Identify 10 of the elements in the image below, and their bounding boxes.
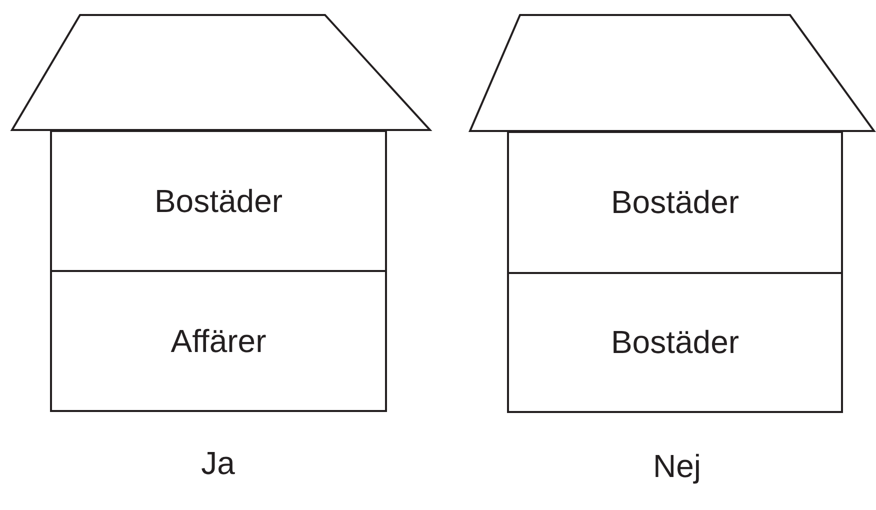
floor-label: Bostäder — [610, 324, 740, 361]
floor-box — [507, 131, 843, 274]
floor-label: Bostäder — [154, 182, 283, 220]
floor-box — [50, 130, 387, 272]
floor-label: Affärer — [170, 322, 266, 360]
floor-box — [507, 272, 843, 413]
floor-label: Bostäder — [610, 184, 740, 221]
floor-box — [50, 270, 387, 412]
house-caption: Ja — [201, 445, 235, 482]
house-caption: Nej — [653, 448, 701, 485]
